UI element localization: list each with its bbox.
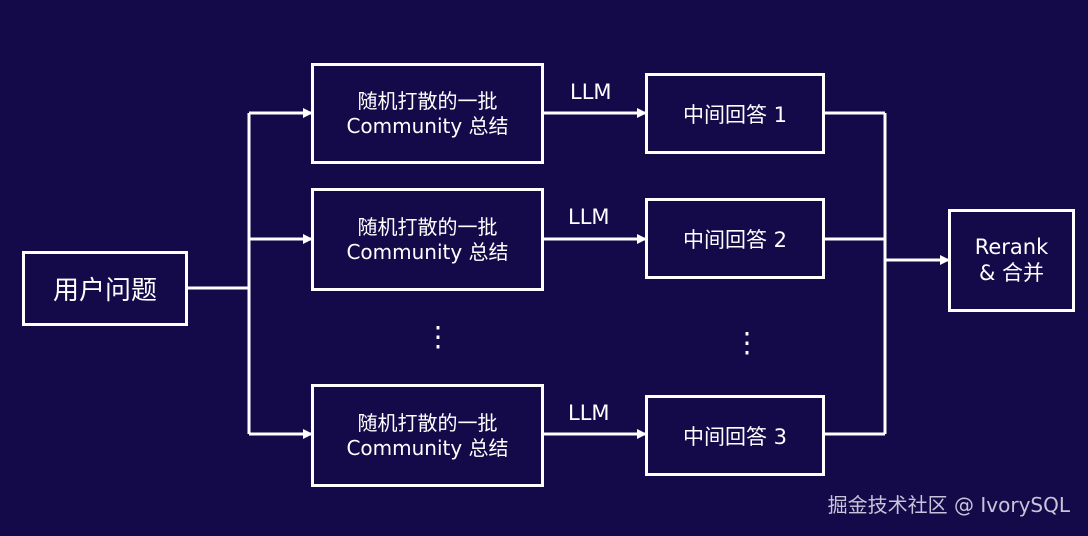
batch-box-2: 随机打散的一批 Community 总结 [311, 188, 544, 291]
rerank-merge-box: Rerank & 合并 [948, 209, 1075, 312]
batch-3-line2: Community 总结 [346, 435, 509, 460]
edge-label-llm-2: LLM [568, 205, 610, 229]
batch-2-line1: 随机打散的一批 [357, 215, 498, 240]
batch-box-3: 随机打散的一批 Community 总结 [311, 384, 544, 487]
answer-box-2: 中间回答 2 [645, 198, 825, 279]
user-question-box: 用户问题 [22, 251, 188, 326]
answer-box-3: 中间回答 3 [645, 395, 825, 476]
edge-label-llm-1: LLM [570, 80, 612, 104]
batch-1-line1: 随机打散的一批 [357, 89, 498, 114]
answer-2-label: 中间回答 2 [682, 227, 788, 252]
edge-label-llm-3: LLM [568, 401, 610, 425]
batch-box-1: 随机打散的一批 Community 总结 [311, 63, 544, 164]
batch-3-line1: 随机打散的一批 [357, 411, 498, 436]
watermark: 掘金技术社区 @ IvorySQL [827, 493, 1070, 517]
ellipsis-answers: ⋮ [733, 326, 761, 359]
batch-1-line2: Community 总结 [346, 113, 509, 138]
rerank-line2: & 合并 [978, 260, 1045, 285]
answer-3-label: 中间回答 3 [682, 424, 788, 449]
ellipsis-batches: ⋮ [424, 320, 452, 353]
batch-2-line2: Community 总结 [346, 239, 509, 264]
rerank-line1: Rerank [974, 234, 1049, 259]
answer-box-1: 中间回答 1 [645, 73, 825, 154]
answer-1-label: 中间回答 1 [682, 102, 788, 127]
user-question-label: 用户问题 [52, 276, 157, 306]
